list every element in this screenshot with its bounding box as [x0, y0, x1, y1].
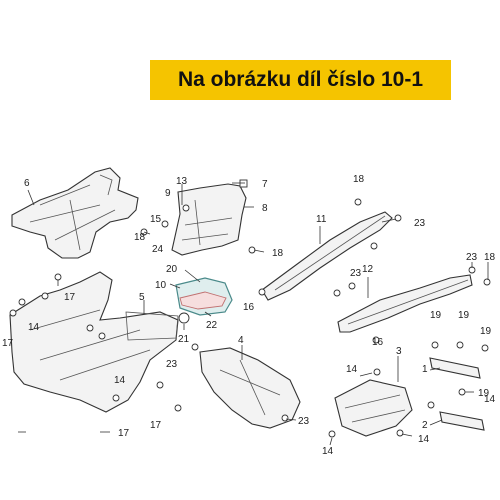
label-18b: 18: [272, 248, 284, 259]
label-14e: 14: [418, 434, 430, 445]
label-19b: 19: [458, 310, 470, 321]
part-5-floor-panel: [9, 271, 179, 413]
label-21: 21: [178, 334, 190, 345]
label-22: 22: [206, 320, 218, 331]
part-12-side-rail: [337, 274, 473, 333]
label-2: 2: [422, 420, 428, 431]
label-1: 1: [422, 364, 428, 375]
label-11: 11: [316, 214, 327, 225]
label-23a: 23: [414, 218, 426, 229]
label-23d: 23: [166, 359, 178, 370]
callout-labels: 6 18 15 9 13 7 8 24 18 18 11 23 23 18 12…: [2, 174, 496, 457]
label-9: 9: [165, 188, 171, 199]
label-19d: 19: [478, 388, 490, 399]
part-3-skid-plate: [334, 379, 413, 437]
label-14a: 14: [28, 322, 40, 333]
label-13: 13: [176, 176, 188, 187]
label-18d: 18: [484, 252, 496, 263]
part-2-bracket: [439, 411, 485, 431]
label-4: 4: [238, 335, 244, 346]
label-15: 15: [150, 214, 162, 225]
label-18c: 18: [353, 174, 365, 185]
part-4-lower-cover: [199, 347, 301, 429]
label-23c: 23: [350, 268, 362, 279]
label-23b: 23: [466, 252, 478, 263]
label-17d: 17: [150, 420, 162, 431]
label-16a: 16: [243, 302, 255, 313]
label-20: 20: [166, 264, 178, 275]
label-6: 6: [24, 178, 30, 189]
label-12: 12: [362, 264, 374, 275]
label-23e: 23: [298, 416, 310, 427]
leader-lines: [18, 182, 489, 446]
label-14f: 14: [484, 394, 496, 405]
part-number-banner: Na obrázku díl číslo 10-1: [150, 60, 451, 100]
part-8-front-inner-cover: [171, 179, 248, 256]
part-1-bracket: [429, 357, 481, 379]
banner-text: Na obrázku díl číslo 10-1: [177, 68, 424, 91]
part-6-floor-frame: [11, 167, 139, 259]
label-10: 10: [155, 280, 167, 291]
label-17a: 17: [64, 292, 76, 303]
label-14c: 14: [322, 446, 334, 457]
label-17b: 17: [2, 338, 14, 349]
part-10-highlight-group: [175, 277, 233, 324]
label-16b: 16: [372, 337, 384, 348]
label-8: 8: [262, 203, 268, 214]
label-14d: 14: [346, 364, 358, 375]
label-3: 3: [396, 346, 402, 357]
part-11-side-rail: [261, 211, 393, 301]
label-18a: 18: [134, 232, 146, 243]
label-19a: 19: [430, 310, 442, 321]
label-24: 24: [152, 244, 164, 255]
label-17c: 17: [118, 428, 130, 439]
label-14b: 14: [114, 375, 126, 386]
label-19c: 19: [480, 326, 492, 337]
label-5: 5: [139, 292, 145, 303]
label-7: 7: [262, 179, 268, 190]
